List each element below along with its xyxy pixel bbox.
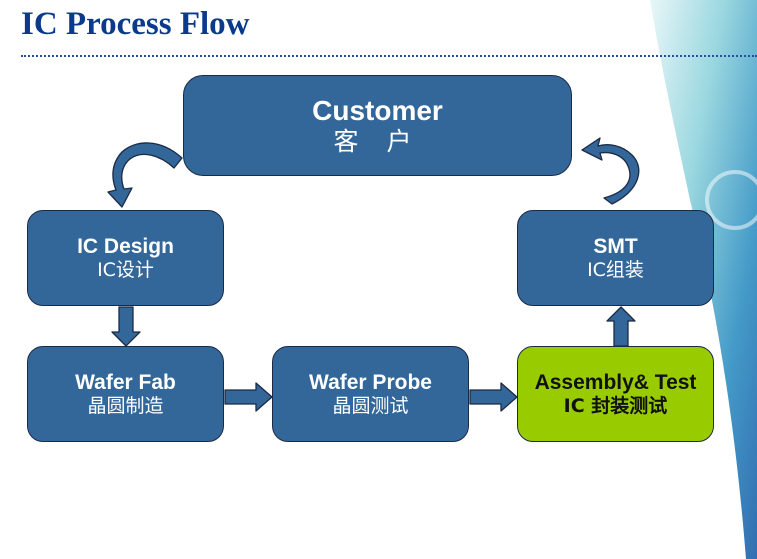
- arrow-assembly-to-smt: [606, 306, 636, 347]
- arrow-probe-to-assembly: [469, 382, 518, 412]
- node-assembly-test: Assembly& Test IC 封装测试: [517, 346, 714, 442]
- title-divider: [21, 55, 757, 57]
- node-label-en: SMT: [593, 235, 638, 258]
- node-label-en: IC Design: [77, 235, 174, 258]
- node-customer: Customer 客 户: [183, 75, 572, 176]
- node-label-zh: 晶圆制造: [87, 395, 164, 418]
- node-label-en: Wafer Fab: [75, 371, 176, 394]
- node-wafer-probe: Wafer Probe 晶圆测试: [272, 346, 469, 442]
- arrow-design-to-fab: [111, 306, 141, 347]
- node-label-zh: IC组装: [587, 259, 644, 282]
- curved-arrow-smt-to-customer: [581, 137, 640, 205]
- node-label-en: Customer: [312, 94, 443, 126]
- arrow-fab-to-probe: [224, 382, 273, 412]
- node-label-zh: 客 户: [333, 127, 422, 157]
- node-label-zh: IC 封装测试: [563, 395, 668, 418]
- page-title: IC Process Flow: [21, 6, 250, 42]
- node-smt: SMT IC组装: [517, 210, 714, 306]
- curved-arrow-customer-to-design: [107, 142, 183, 208]
- node-wafer-fab: Wafer Fab 晶圆制造: [27, 346, 224, 442]
- node-label-zh: 晶圆测试: [332, 395, 409, 418]
- node-label-en: Wafer Probe: [309, 371, 432, 394]
- node-ic-design: IC Design IC设计: [27, 210, 224, 306]
- node-label-en: Assembly& Test: [534, 371, 697, 394]
- node-label-zh: IC设计: [97, 259, 154, 282]
